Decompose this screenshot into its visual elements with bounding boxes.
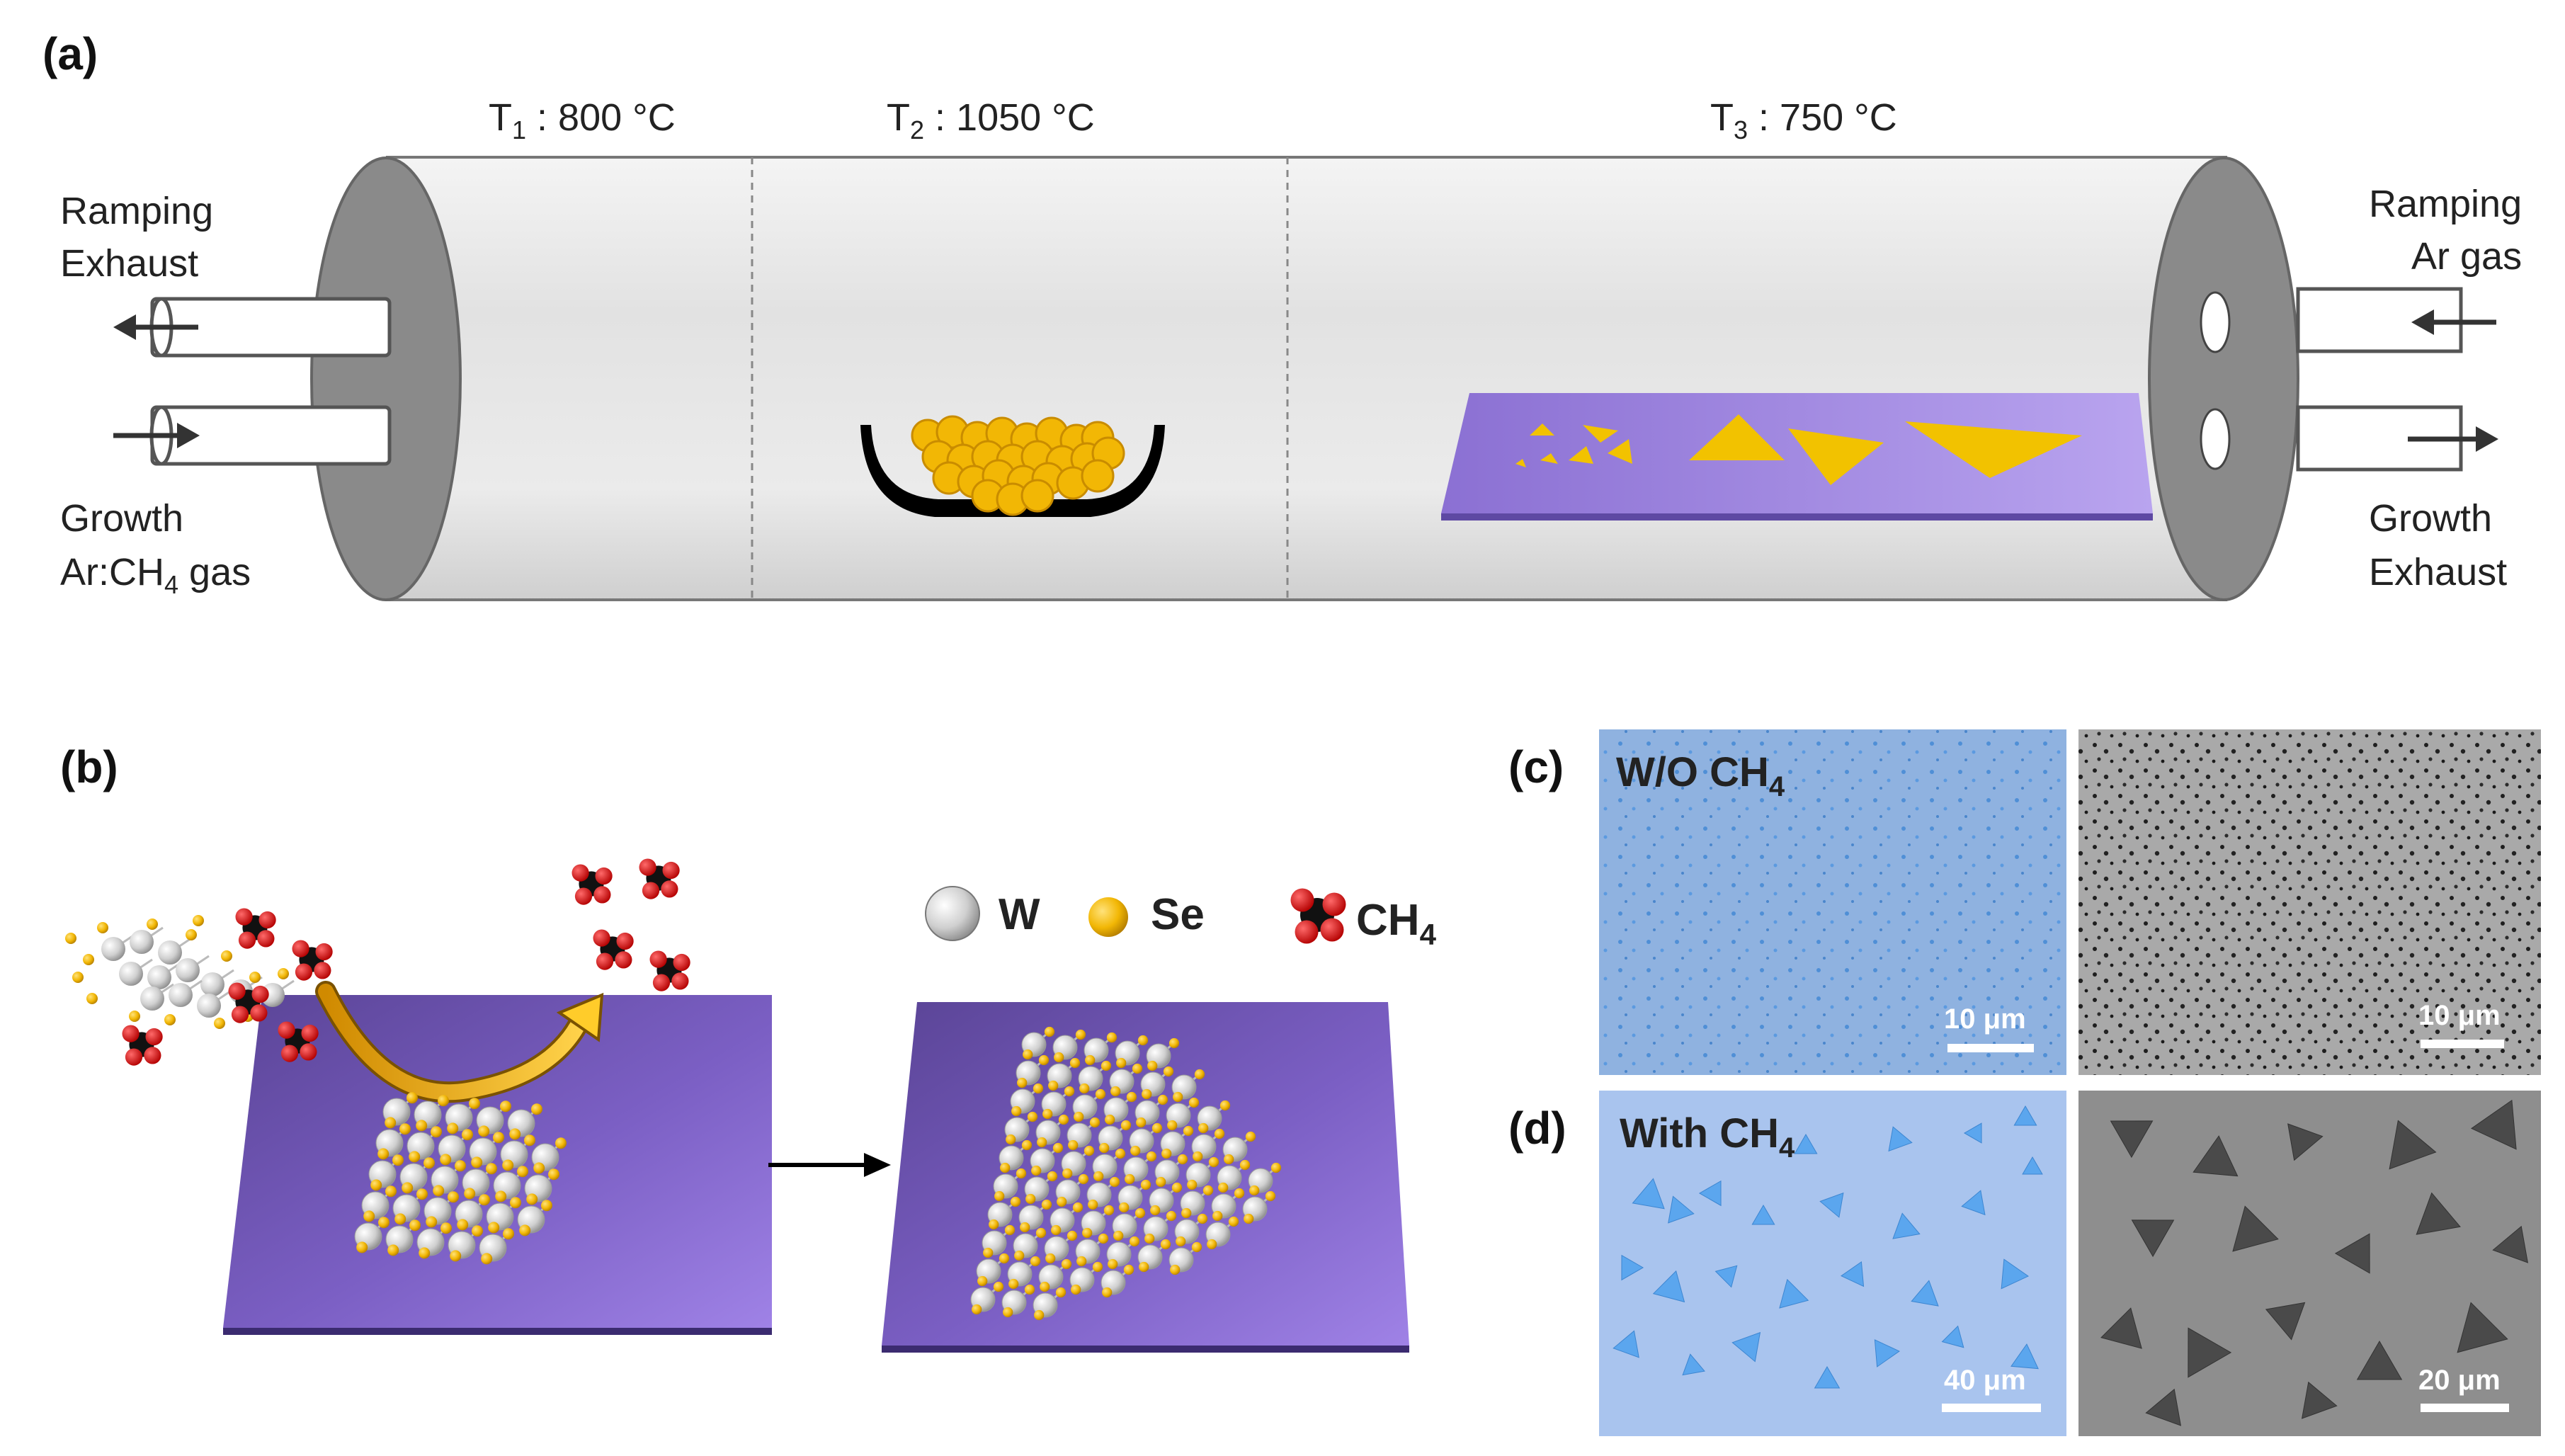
right-port-upper [2200, 291, 2231, 353]
scalebar-c-optical [1947, 1044, 2034, 1052]
legend-ch4-label: CH4 [1356, 896, 1437, 951]
micrograph-d-optical: With CH4 40 μm [1599, 1091, 2066, 1436]
zone-label-t3: T3 : 750 °C [1710, 96, 1897, 144]
tube-left-cap [310, 157, 462, 601]
panel-label-d: (d) [1508, 1103, 1566, 1154]
panel-label-c: (c) [1508, 741, 1564, 792]
methane-molecules [122, 858, 690, 1066]
legend-w-label: W [999, 890, 1040, 939]
legend-w-icon [925, 886, 980, 941]
legend: W Se CH4 [925, 886, 1437, 951]
label-right-growth: Growth [2369, 497, 2492, 540]
label-right-exhaust: Exhaust [2369, 551, 2507, 593]
legend-se-label: Se [1151, 890, 1205, 939]
zone-label-t1: T1 : 800 °C [489, 96, 676, 144]
scalebar-d-sem [2421, 1404, 2509, 1412]
legend-ch4-icon [1290, 888, 1346, 944]
wse2-grown-lattice [970, 1026, 1282, 1321]
panel-label-a: (a) [42, 28, 98, 79]
micrograph-c-optical: W/O CH4 10 μm [1599, 729, 2066, 1075]
methane-curved-arrow [315, 981, 604, 1103]
scale-c-sem: 10 μm [2418, 1000, 2501, 1031]
label-right-argas: Ar gas [2411, 235, 2522, 278]
furnace-tube-body [386, 157, 2227, 600]
selenium-pellets [911, 415, 1125, 516]
label-with-ch4: With CH4 [1620, 1110, 1795, 1164]
scale-d-sem: 20 μm [2418, 1365, 2501, 1396]
left-growth-pipe [113, 405, 392, 466]
scale-d-optical: 40 μm [1944, 1365, 2026, 1396]
label-right-ramping: Ramping [2369, 183, 2522, 225]
scalebar-c-sem [2421, 1040, 2504, 1048]
label-left-gas: Ar:CH4 gas [60, 551, 251, 599]
scalebar-d-optical [1942, 1404, 2041, 1412]
label-left-exhaust: Exhaust [60, 242, 198, 285]
wse2-seed-lattice [354, 1092, 567, 1265]
tube-right-cap [2148, 157, 2299, 601]
right-ramping-pipe [2296, 287, 2496, 353]
label-wo-ch4: W/O CH4 [1616, 749, 1785, 802]
selenium-boat [860, 415, 1165, 517]
right-port-lower [2200, 408, 2231, 470]
label-left-ramping: Ramping [60, 190, 213, 232]
right-growth-pipe [2296, 405, 2498, 472]
zone-label-t2: T2 : 1050 °C [887, 96, 1095, 144]
legend-se-icon [1088, 897, 1128, 937]
micrograph-d-sem: 20 μm [2078, 1091, 2541, 1436]
process-arrow [768, 1153, 891, 1177]
scale-c-optical: 10 μm [1944, 1003, 2026, 1035]
furnace-substrate [1441, 393, 2153, 521]
left-exhaust-pipe [113, 297, 392, 358]
label-left-growth: Growth [60, 497, 183, 540]
substrate-after [882, 1002, 1409, 1353]
panel-label-b: (b) [60, 741, 118, 792]
micrograph-c-sem: 10 μm [2078, 729, 2541, 1075]
